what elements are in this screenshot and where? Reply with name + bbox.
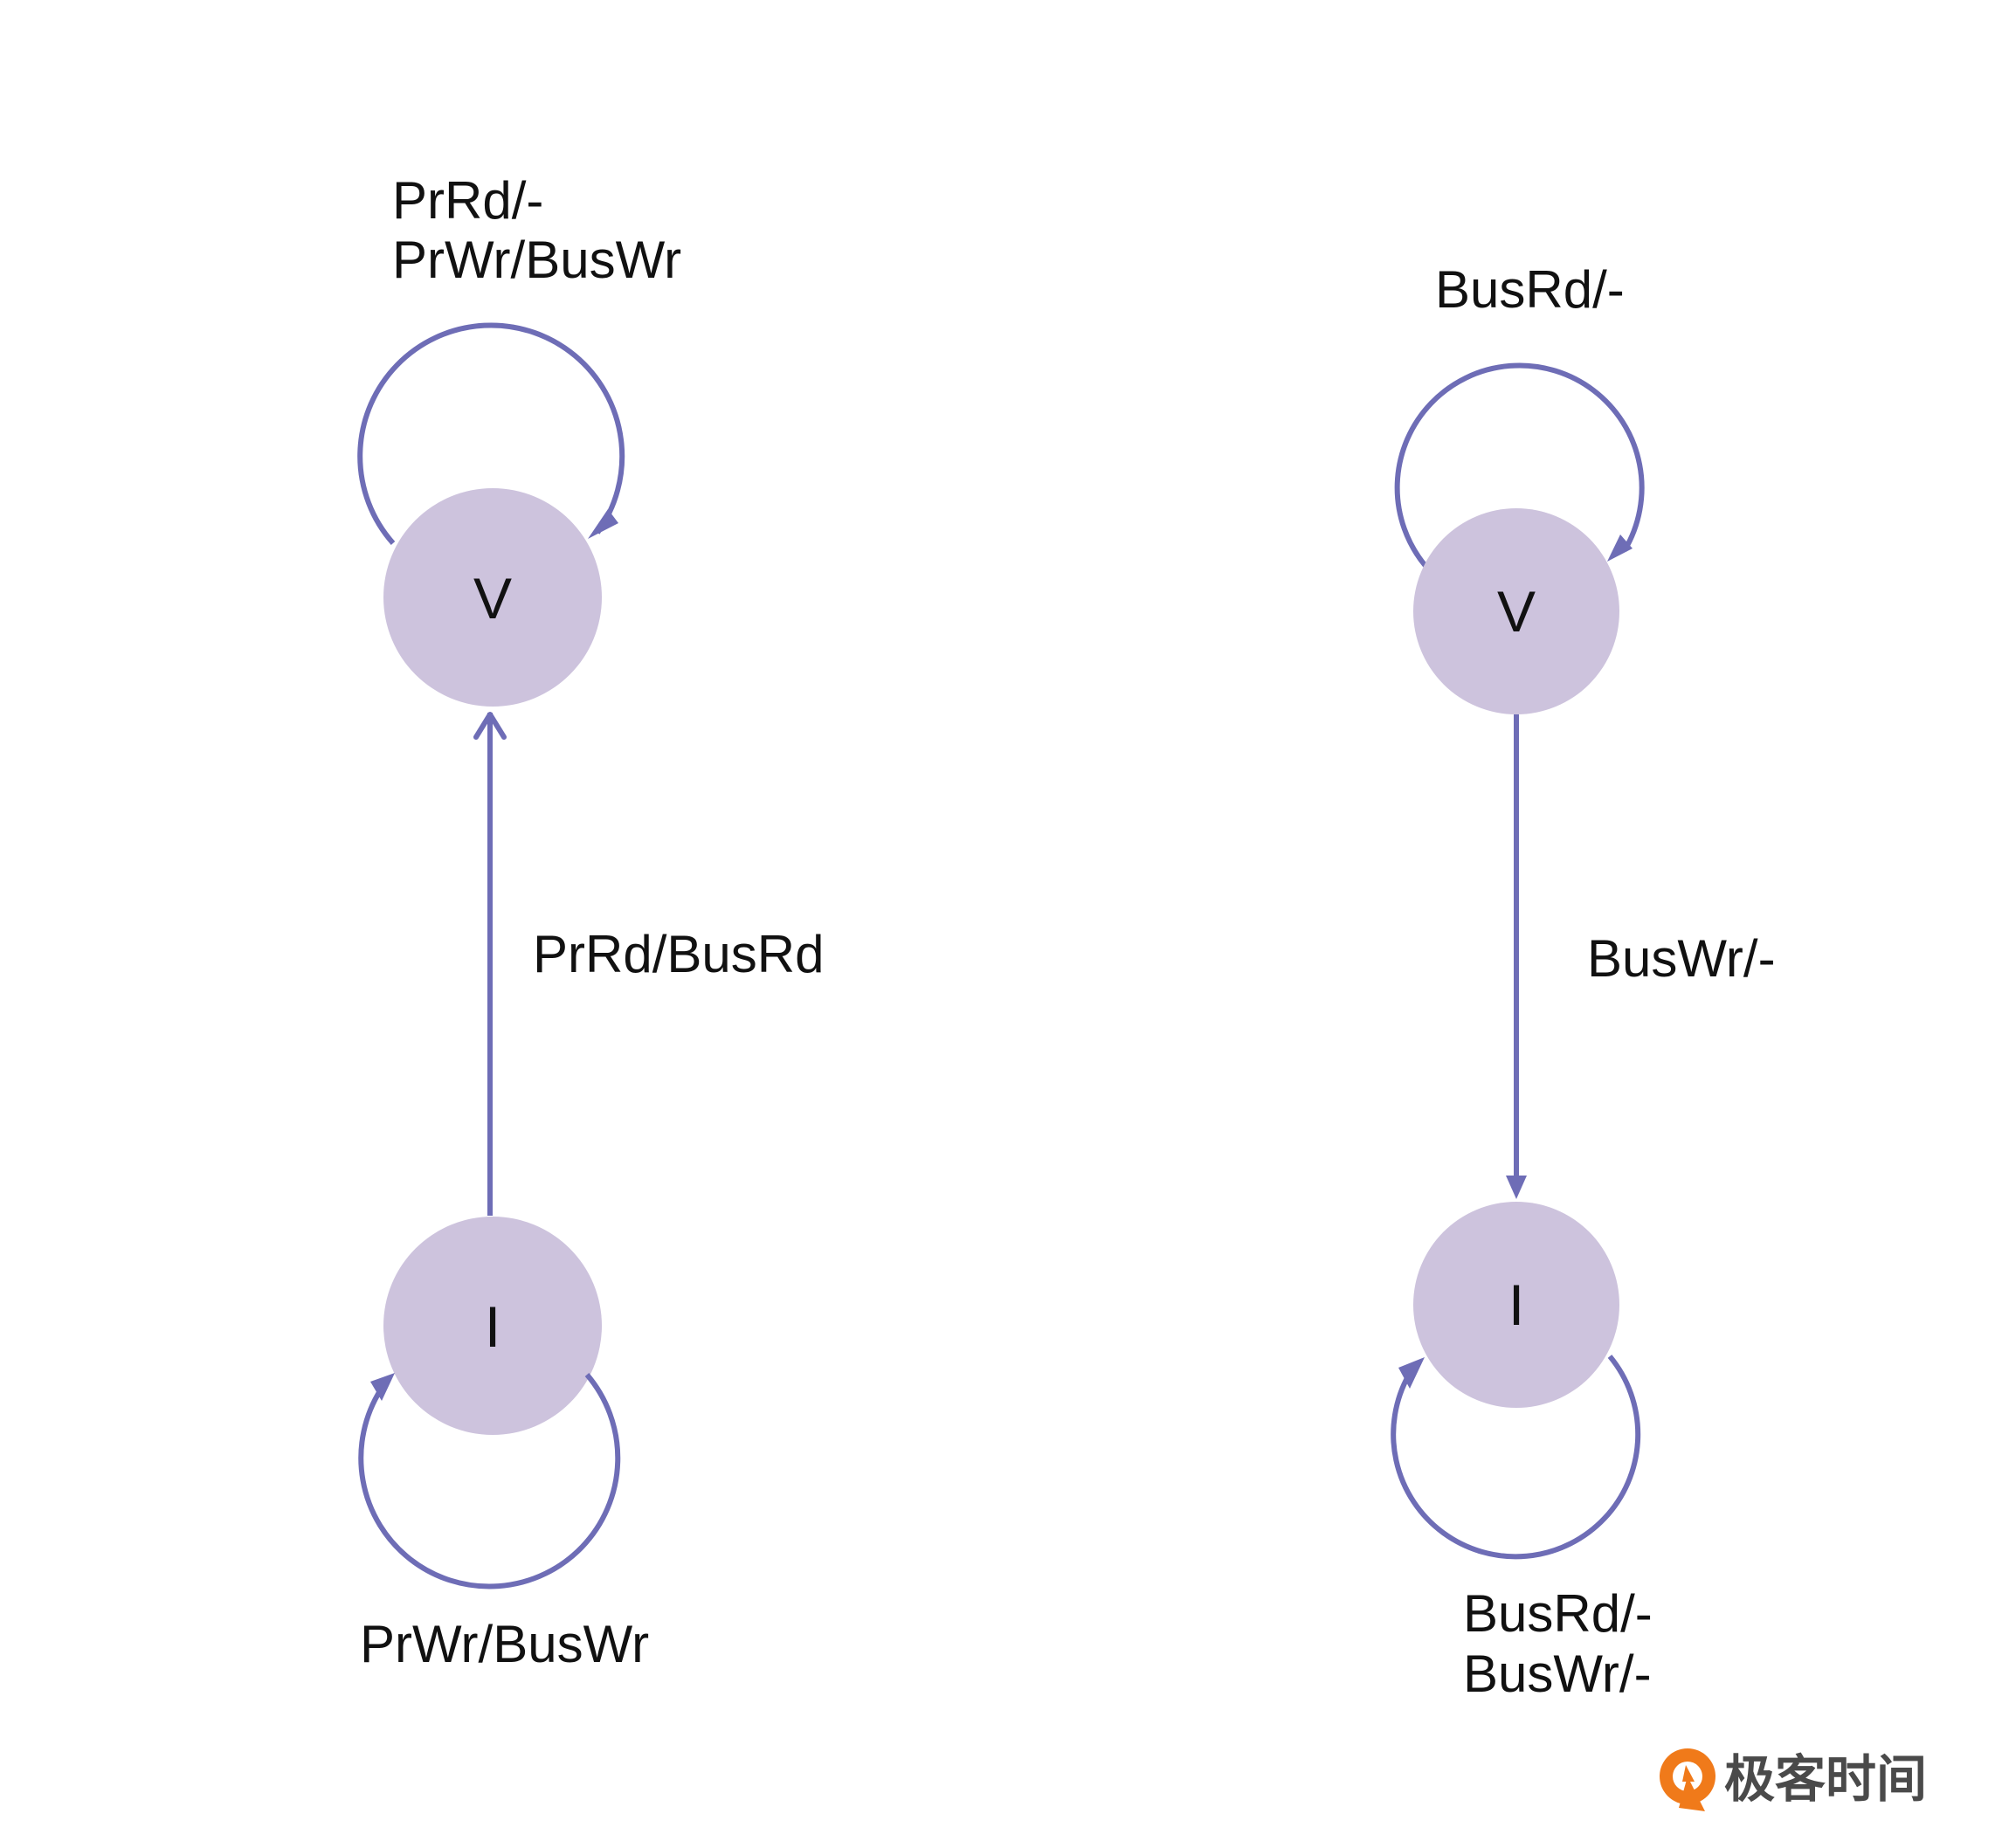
- right-i-loop-label-2: BusWr/-: [1463, 1645, 1652, 1703]
- left-state-i-label: I: [485, 1294, 500, 1359]
- left-v-loop-label-1: PrRd/-: [392, 171, 543, 230]
- right-i-loop-label-1: BusRd/-: [1463, 1584, 1653, 1643]
- right-v-self-loop: [1394, 362, 1645, 568]
- left-i-loop-label: PrWr/BusWr: [360, 1615, 649, 1673]
- left-state-v: [383, 488, 602, 707]
- left-transition-arrowhead: [473, 712, 507, 740]
- left-v-self-loop: [357, 322, 625, 545]
- right-transition-label: BusWr/-: [1587, 929, 1776, 988]
- left-i-self-loop-arrowhead: [370, 1373, 395, 1401]
- left-diagram: V I PrRd/- PrWr/BusWr PrRd/BusRd PrWr/Bu…: [357, 171, 824, 1673]
- logo-text: 极客时间: [1724, 1749, 1927, 1809]
- left-transition-label: PrRd/BusRd: [533, 925, 824, 983]
- right-transition-arrowhead: [1506, 1176, 1527, 1199]
- brand-logo: 极客时间: [1660, 1748, 1927, 1811]
- logo-mark-icon: [1660, 1748, 1715, 1811]
- left-state-v-label: V: [473, 566, 512, 631]
- left-i-self-loop: [358, 1373, 621, 1589]
- right-v-loop-label: BusRd/-: [1435, 260, 1625, 319]
- left-state-i: [383, 1217, 602, 1435]
- right-v-self-loop-arrowhead: [1607, 534, 1633, 562]
- right-diagram: V I BusRd/- BusWr/- BusRd/- BusWr/-: [1391, 260, 1776, 1703]
- right-i-self-loop: [1391, 1355, 1641, 1560]
- right-state-i-label: I: [1508, 1272, 1524, 1337]
- left-v-loop-label-2: PrWr/BusWr: [392, 231, 681, 289]
- right-state-v: [1413, 508, 1619, 714]
- right-i-self-loop-arrowhead: [1398, 1357, 1425, 1389]
- right-state-v-label: V: [1497, 579, 1536, 644]
- right-state-i: [1413, 1202, 1619, 1408]
- left-v-self-loop-arrowhead: [588, 509, 618, 539]
